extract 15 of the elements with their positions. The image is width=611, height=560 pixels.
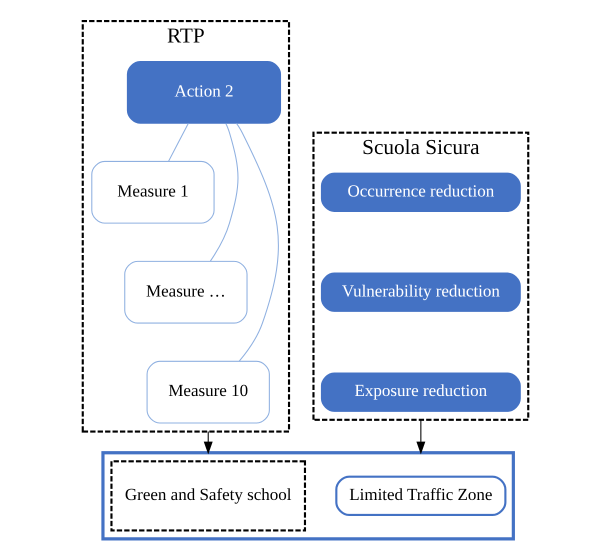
node-box: Measure 1 [91,160,215,224]
arrow [416,420,426,454]
node-box: Measure … [124,260,248,324]
connector [210,123,238,262]
node-box: Occurrence reduction [320,172,521,212]
node-box: Measure 10 [146,360,270,424]
node-box: Vulnerability reduction [320,272,521,312]
node-box: Action 2 [126,60,282,124]
node-box: Green and Safety school [110,460,306,532]
arrow [204,432,213,454]
node-box: Limited Traffic Zone [335,476,506,516]
connector [236,123,279,362]
connector [168,123,189,162]
cluster [101,451,515,540]
node-box: Exposure reduction [320,372,521,412]
